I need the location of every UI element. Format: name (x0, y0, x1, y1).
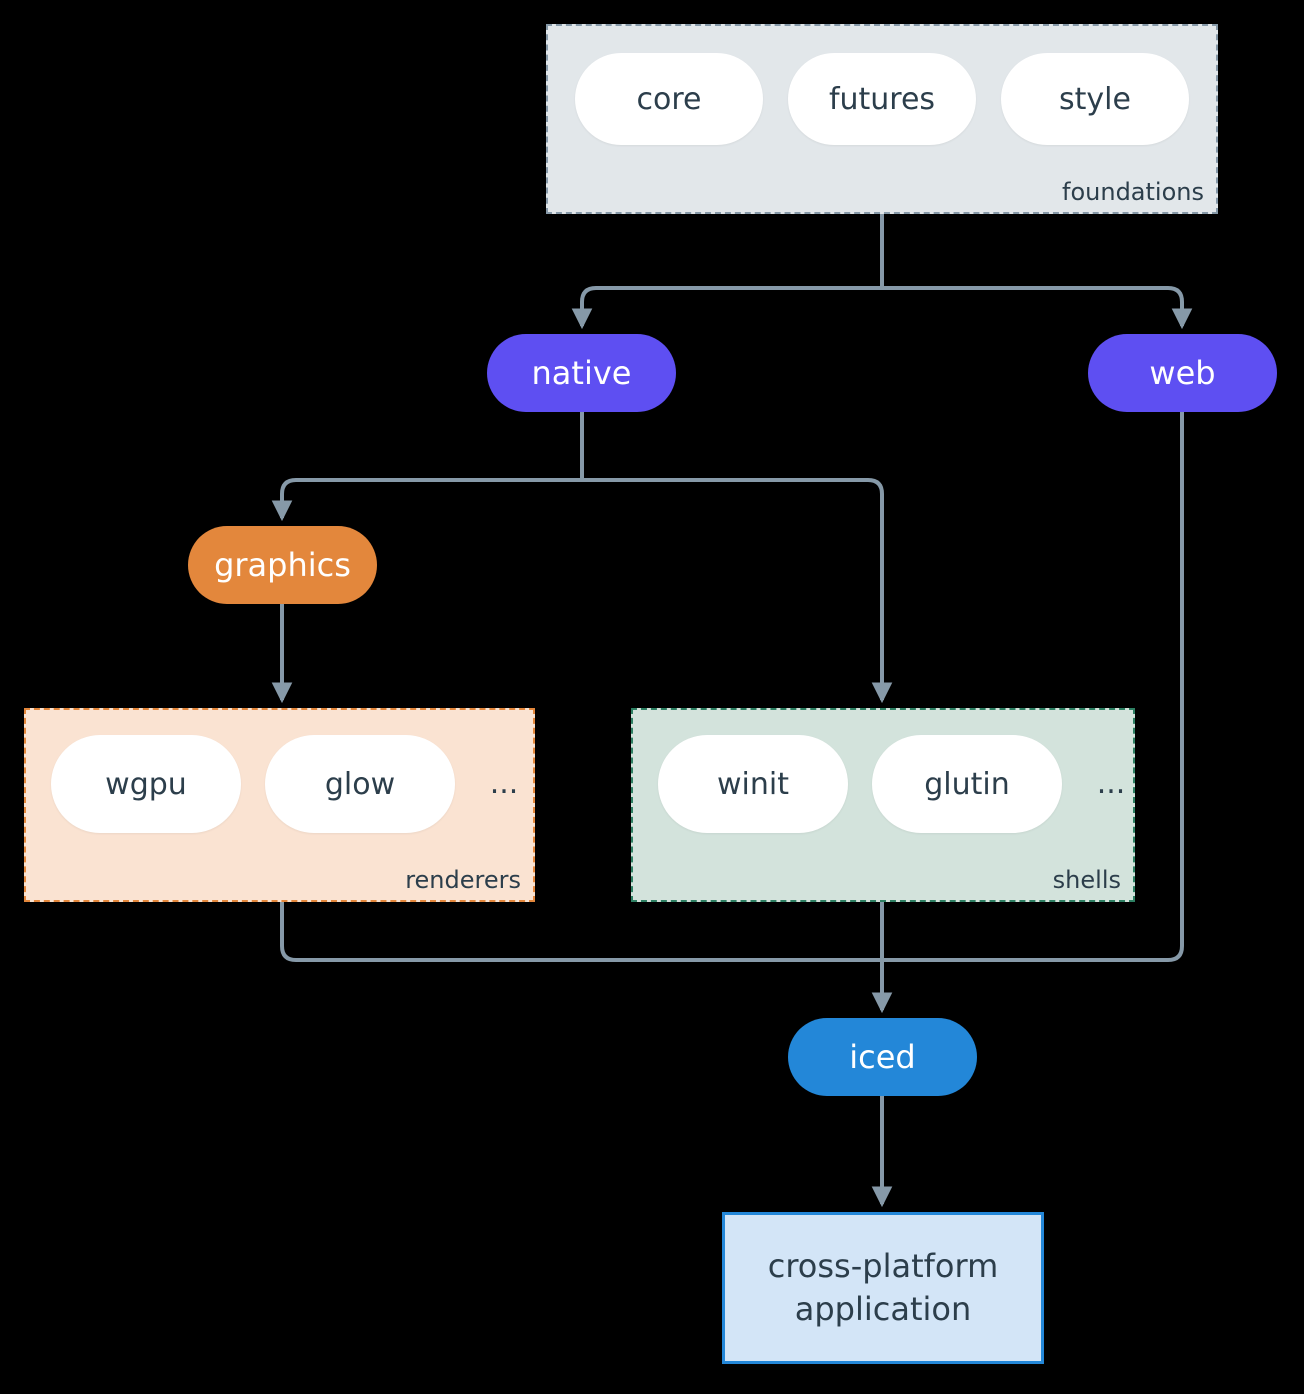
node-native[interactable]: native (487, 334, 676, 412)
application-line-2: application (794, 1290, 972, 1328)
chip-winit[interactable]: winit (658, 735, 848, 833)
shells-chip-row: winit glutin ... (658, 735, 1136, 833)
renderers-chip-row: wgpu glow ... (51, 735, 529, 833)
chip-glow[interactable]: glow (265, 735, 455, 833)
edge-foundations-to-web (882, 286, 1193, 330)
group-renderers: wgpu glow ... renderers (24, 708, 535, 902)
chip-core[interactable]: core (575, 53, 763, 145)
node-web[interactable]: web (1088, 334, 1277, 412)
renderers-ellipsis: ... (489, 766, 519, 801)
chip-futures[interactable]: futures (788, 53, 976, 145)
group-label-foundations: foundations (1062, 178, 1204, 206)
node-iced[interactable]: iced (788, 1018, 977, 1096)
edge-native-to-shells (582, 478, 893, 704)
group-label-renderers: renderers (405, 866, 521, 894)
node-application[interactable]: cross-platform application (722, 1212, 1044, 1364)
group-label-shells: shells (1052, 866, 1121, 894)
group-foundations: core futures style foundations (546, 24, 1218, 214)
edge-native-to-graphics (271, 478, 582, 522)
chip-wgpu[interactable]: wgpu (51, 735, 241, 833)
chip-glutin[interactable]: glutin (872, 735, 1062, 833)
node-graphics[interactable]: graphics (188, 526, 377, 604)
chip-style[interactable]: style (1001, 53, 1189, 145)
edge-foundations-to-native (571, 286, 882, 330)
edge-renderers-to-iced (280, 902, 882, 962)
application-line-1: cross-platform (767, 1246, 999, 1285)
shells-ellipsis: ... (1096, 766, 1126, 801)
group-shells: winit glutin ... shells (631, 708, 1135, 902)
foundations-chip-row: core futures style (575, 53, 1189, 145)
